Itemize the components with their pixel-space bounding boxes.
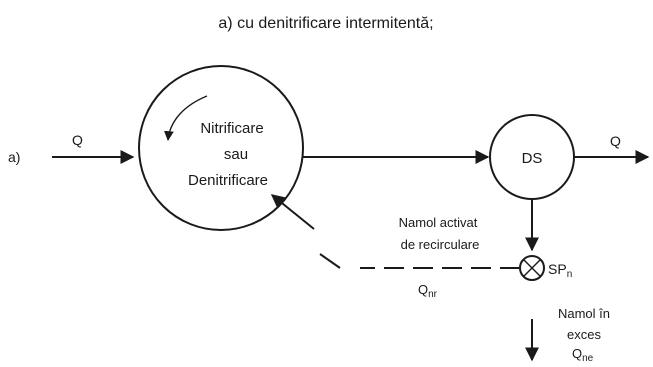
outflow-label: Q	[610, 133, 621, 149]
recirculation-return-arrow	[270, 194, 315, 230]
recirculation-flow-sub: nr	[428, 289, 438, 300]
excess-label-line2: exces	[567, 327, 601, 342]
excess-label-line1: Namol în	[558, 306, 610, 321]
settler-label: DS	[522, 150, 543, 167]
diagram-title: a) cu denitrificare intermitentă;	[218, 15, 433, 32]
recirculation-label-line1: Namol activat	[399, 215, 478, 230]
recirculation-diagonal-line	[319, 253, 341, 269]
splitter-label-sub: n	[567, 269, 573, 280]
recirculation-label-line2: de recirculare	[401, 237, 480, 252]
reactor-circle	[138, 65, 304, 231]
svg-text:Qnr: Qnr	[418, 282, 438, 300]
recirculation-flow-label: Q	[418, 282, 428, 297]
reactor-label-line1: Nitrificare	[200, 120, 263, 137]
excess-flow-label: Q	[572, 346, 582, 361]
svg-text:SPn: SPn	[548, 261, 572, 280]
reactor-label-line3: Denitrificare	[188, 172, 268, 189]
splitter-icon	[519, 255, 545, 281]
splitter-label: SP	[548, 261, 567, 277]
variant-label: a)	[8, 149, 20, 165]
svg-text:Qne: Qne	[572, 346, 594, 364]
rotation-arrow-icon	[164, 95, 208, 141]
inflow-label: Q	[72, 132, 83, 148]
excess-flow-sub: ne	[582, 353, 594, 364]
reactor-label-line2: sau	[224, 146, 248, 163]
